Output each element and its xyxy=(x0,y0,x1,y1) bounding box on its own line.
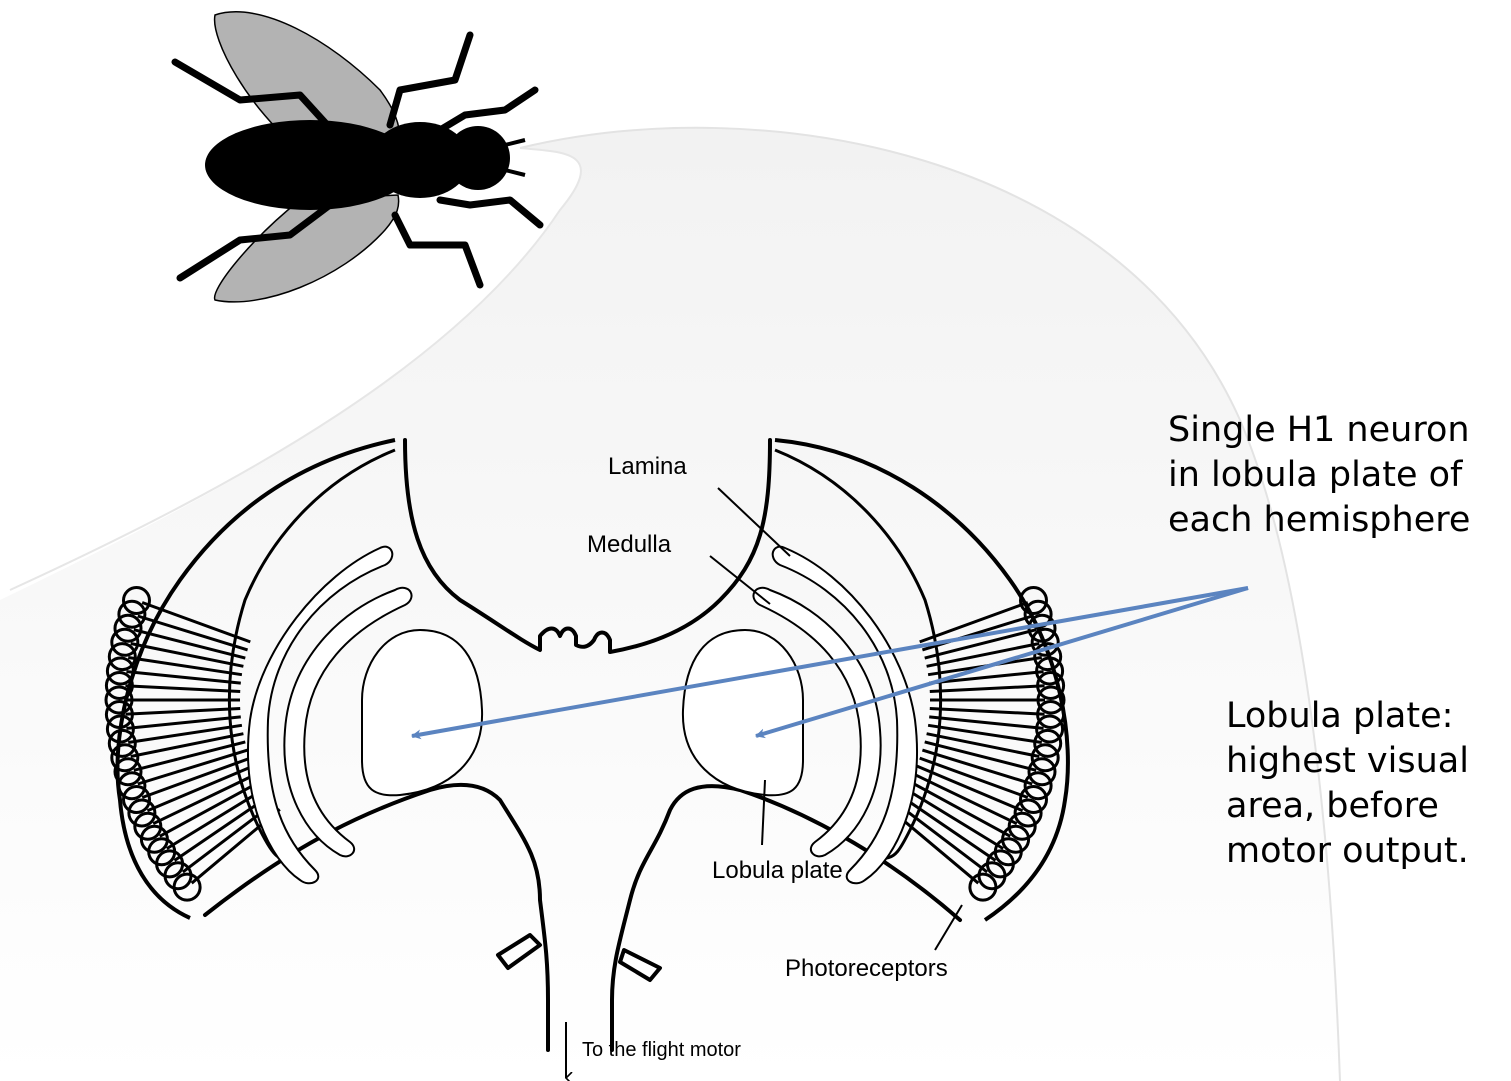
visual-field-beam xyxy=(0,128,1340,1081)
lobula-note-line-2: highest visual xyxy=(1226,739,1469,784)
photoreceptors-label: Photoreceptors xyxy=(785,955,948,982)
flight-motor-label: To the flight motor xyxy=(582,1039,741,1061)
medulla-label: Medulla xyxy=(587,531,672,558)
h1-neuron-note: Single H1 neuron in lobula plate of each… xyxy=(1168,408,1470,543)
lobula-note-line-1: Lobula plate: xyxy=(1226,694,1469,739)
h1-note-line-2: in lobula plate of xyxy=(1168,453,1470,498)
fly-head xyxy=(446,126,510,190)
lamina-label: Lamina xyxy=(608,453,687,480)
h1-note-line-3: each hemisphere xyxy=(1168,498,1470,543)
fly-wing-lower xyxy=(215,195,399,302)
lobula-plate-note: Lobula plate: highest visual area, befor… xyxy=(1226,694,1469,874)
lobula-plate-label: Lobula plate xyxy=(712,857,843,884)
fly-silhouette-icon xyxy=(175,12,540,302)
h1-note-line-1: Single H1 neuron xyxy=(1168,408,1470,453)
lobula-note-line-3: area, before xyxy=(1226,784,1469,829)
lobula-note-line-4: motor output. xyxy=(1226,829,1469,874)
